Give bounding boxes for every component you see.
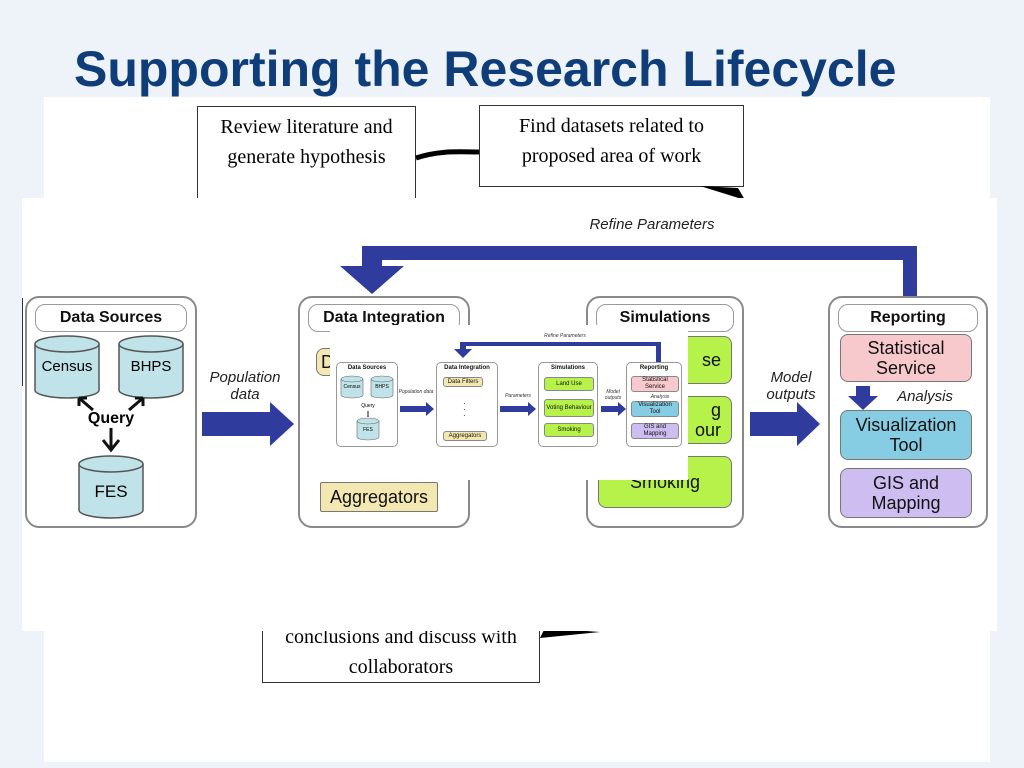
mini-voting-box: Voting Behaviour: [544, 399, 594, 417]
mini-data-integration-title: Data Integration: [444, 365, 490, 371]
mini-parameters-label: Parameters: [505, 393, 531, 399]
data-sources-title: Data Sources: [35, 304, 187, 332]
mini-ellipsis: ···: [463, 399, 466, 420]
mini-smoking-text: Smoking: [557, 426, 581, 433]
reporting-title: Reporting: [838, 304, 978, 332]
mini-data-sources-panel: Data Sources Census BHPS Query FES: [336, 362, 398, 447]
note-review-text: Review literature and generate hypothesi…: [220, 116, 393, 168]
mini-visualization-text: Visualization Tool: [638, 402, 672, 415]
land-use-partial-text: se: [701, 350, 721, 370]
mini-census-label: Census: [343, 384, 361, 390]
model-outputs-label: Model outputs: [766, 369, 816, 403]
gis-mapping-text: GIS and Mapping: [871, 473, 941, 513]
mini-visualization-box: Visualization Tool: [631, 401, 679, 417]
mini-reporting-panel: Reporting Statistical Service Analysis V…: [626, 362, 682, 447]
fes-database-icon: [78, 455, 144, 519]
mini-data-filters-box: Data Filters: [443, 377, 483, 387]
gis-mapping-box: GIS and Mapping: [840, 468, 972, 518]
mini-diagram-arrows: [400, 342, 661, 416]
reporting-panel: Reporting Statistical Service Analysis V…: [828, 296, 988, 528]
bhps-label: BHPS: [130, 358, 172, 375]
mini-statistical-box: Statistical Service: [631, 376, 679, 392]
note-conclusions: conclusions and discuss with collaborato…: [262, 622, 540, 683]
slide-title: Supporting the Research Lifecycle: [74, 41, 897, 97]
query-label: Query: [87, 410, 135, 427]
aggregators-text: Aggregators: [329, 487, 429, 507]
note-find-datasets: Find datasets related to proposed area o…: [479, 105, 744, 187]
diagram-arrows: [22, 246, 917, 446]
mini-simulations-panel: Simulations Land Use Voting Behaviour Sm…: [538, 362, 598, 447]
mini-workflow-diagram: Refine Parameters Population data Parame…: [330, 325, 688, 480]
note-datasets-text: Find datasets related to proposed area o…: [519, 115, 704, 167]
mini-data-sources-graphic: [340, 375, 394, 441]
mini-fes-label: FES: [363, 427, 373, 433]
data-sources-graphic: [34, 335, 184, 519]
visualization-tool-text: Visualization Tool: [855, 415, 957, 455]
mini-land-use-box: Land Use: [544, 377, 594, 391]
note-conclusions-text: conclusions and discuss with collaborato…: [285, 626, 517, 678]
census-database-icon: [34, 335, 100, 399]
mini-population-label: Population data: [398, 389, 434, 395]
visualization-tool-box: Visualization Tool: [840, 410, 972, 460]
mini-model-outputs-label: Model outputs: [604, 389, 622, 401]
fes-label: FES: [94, 482, 128, 501]
voting-partial-a: g: [710, 400, 721, 420]
voting-partial-b: our: [694, 420, 721, 440]
mini-gis-text: GIS and Mapping: [643, 424, 667, 437]
mini-aggregators-text: Aggregators: [448, 432, 482, 439]
mini-data-integration-panel: Data Integration Data Filters ··· Aggreg…: [436, 362, 498, 447]
mini-reporting-title: Reporting: [639, 365, 669, 371]
mini-simulations-title: Simulations: [550, 365, 585, 371]
mini-data-filters-text: Data Filters: [447, 378, 479, 385]
mini-query-label: Query: [361, 403, 375, 409]
mini-analysis-label: Analysis: [650, 394, 670, 400]
mini-aggregators-box: Aggregators: [443, 431, 487, 441]
mini-refine-label: Refine Parameters: [544, 333, 586, 339]
mini-statistical-text: Statistical Service: [642, 377, 668, 390]
refine-parameters-label: Refine Parameters: [589, 216, 715, 233]
mini-voting-text: Voting Behaviour: [546, 404, 592, 411]
statistical-service-text: Statistical Service: [867, 338, 945, 378]
analysis-label: Analysis: [897, 388, 953, 405]
mini-gis-box: GIS and Mapping: [631, 423, 679, 439]
mini-bhps-label: BHPS: [375, 384, 389, 390]
mini-data-sources-title: Data Sources: [347, 365, 387, 371]
mini-smoking-box: Smoking: [544, 423, 594, 437]
population-data-label: Population data: [209, 369, 281, 403]
mini-land-use-text: Land Use: [556, 380, 582, 387]
statistical-service-box: Statistical Service: [840, 334, 972, 382]
data-sources-panel: Data Sources Census BHPS Query FES: [25, 296, 197, 528]
census-label: Census: [41, 358, 93, 375]
analysis-arrow: [848, 386, 878, 410]
bhps-database-icon: [118, 335, 184, 399]
aggregators-box: Aggregators: [320, 482, 438, 512]
